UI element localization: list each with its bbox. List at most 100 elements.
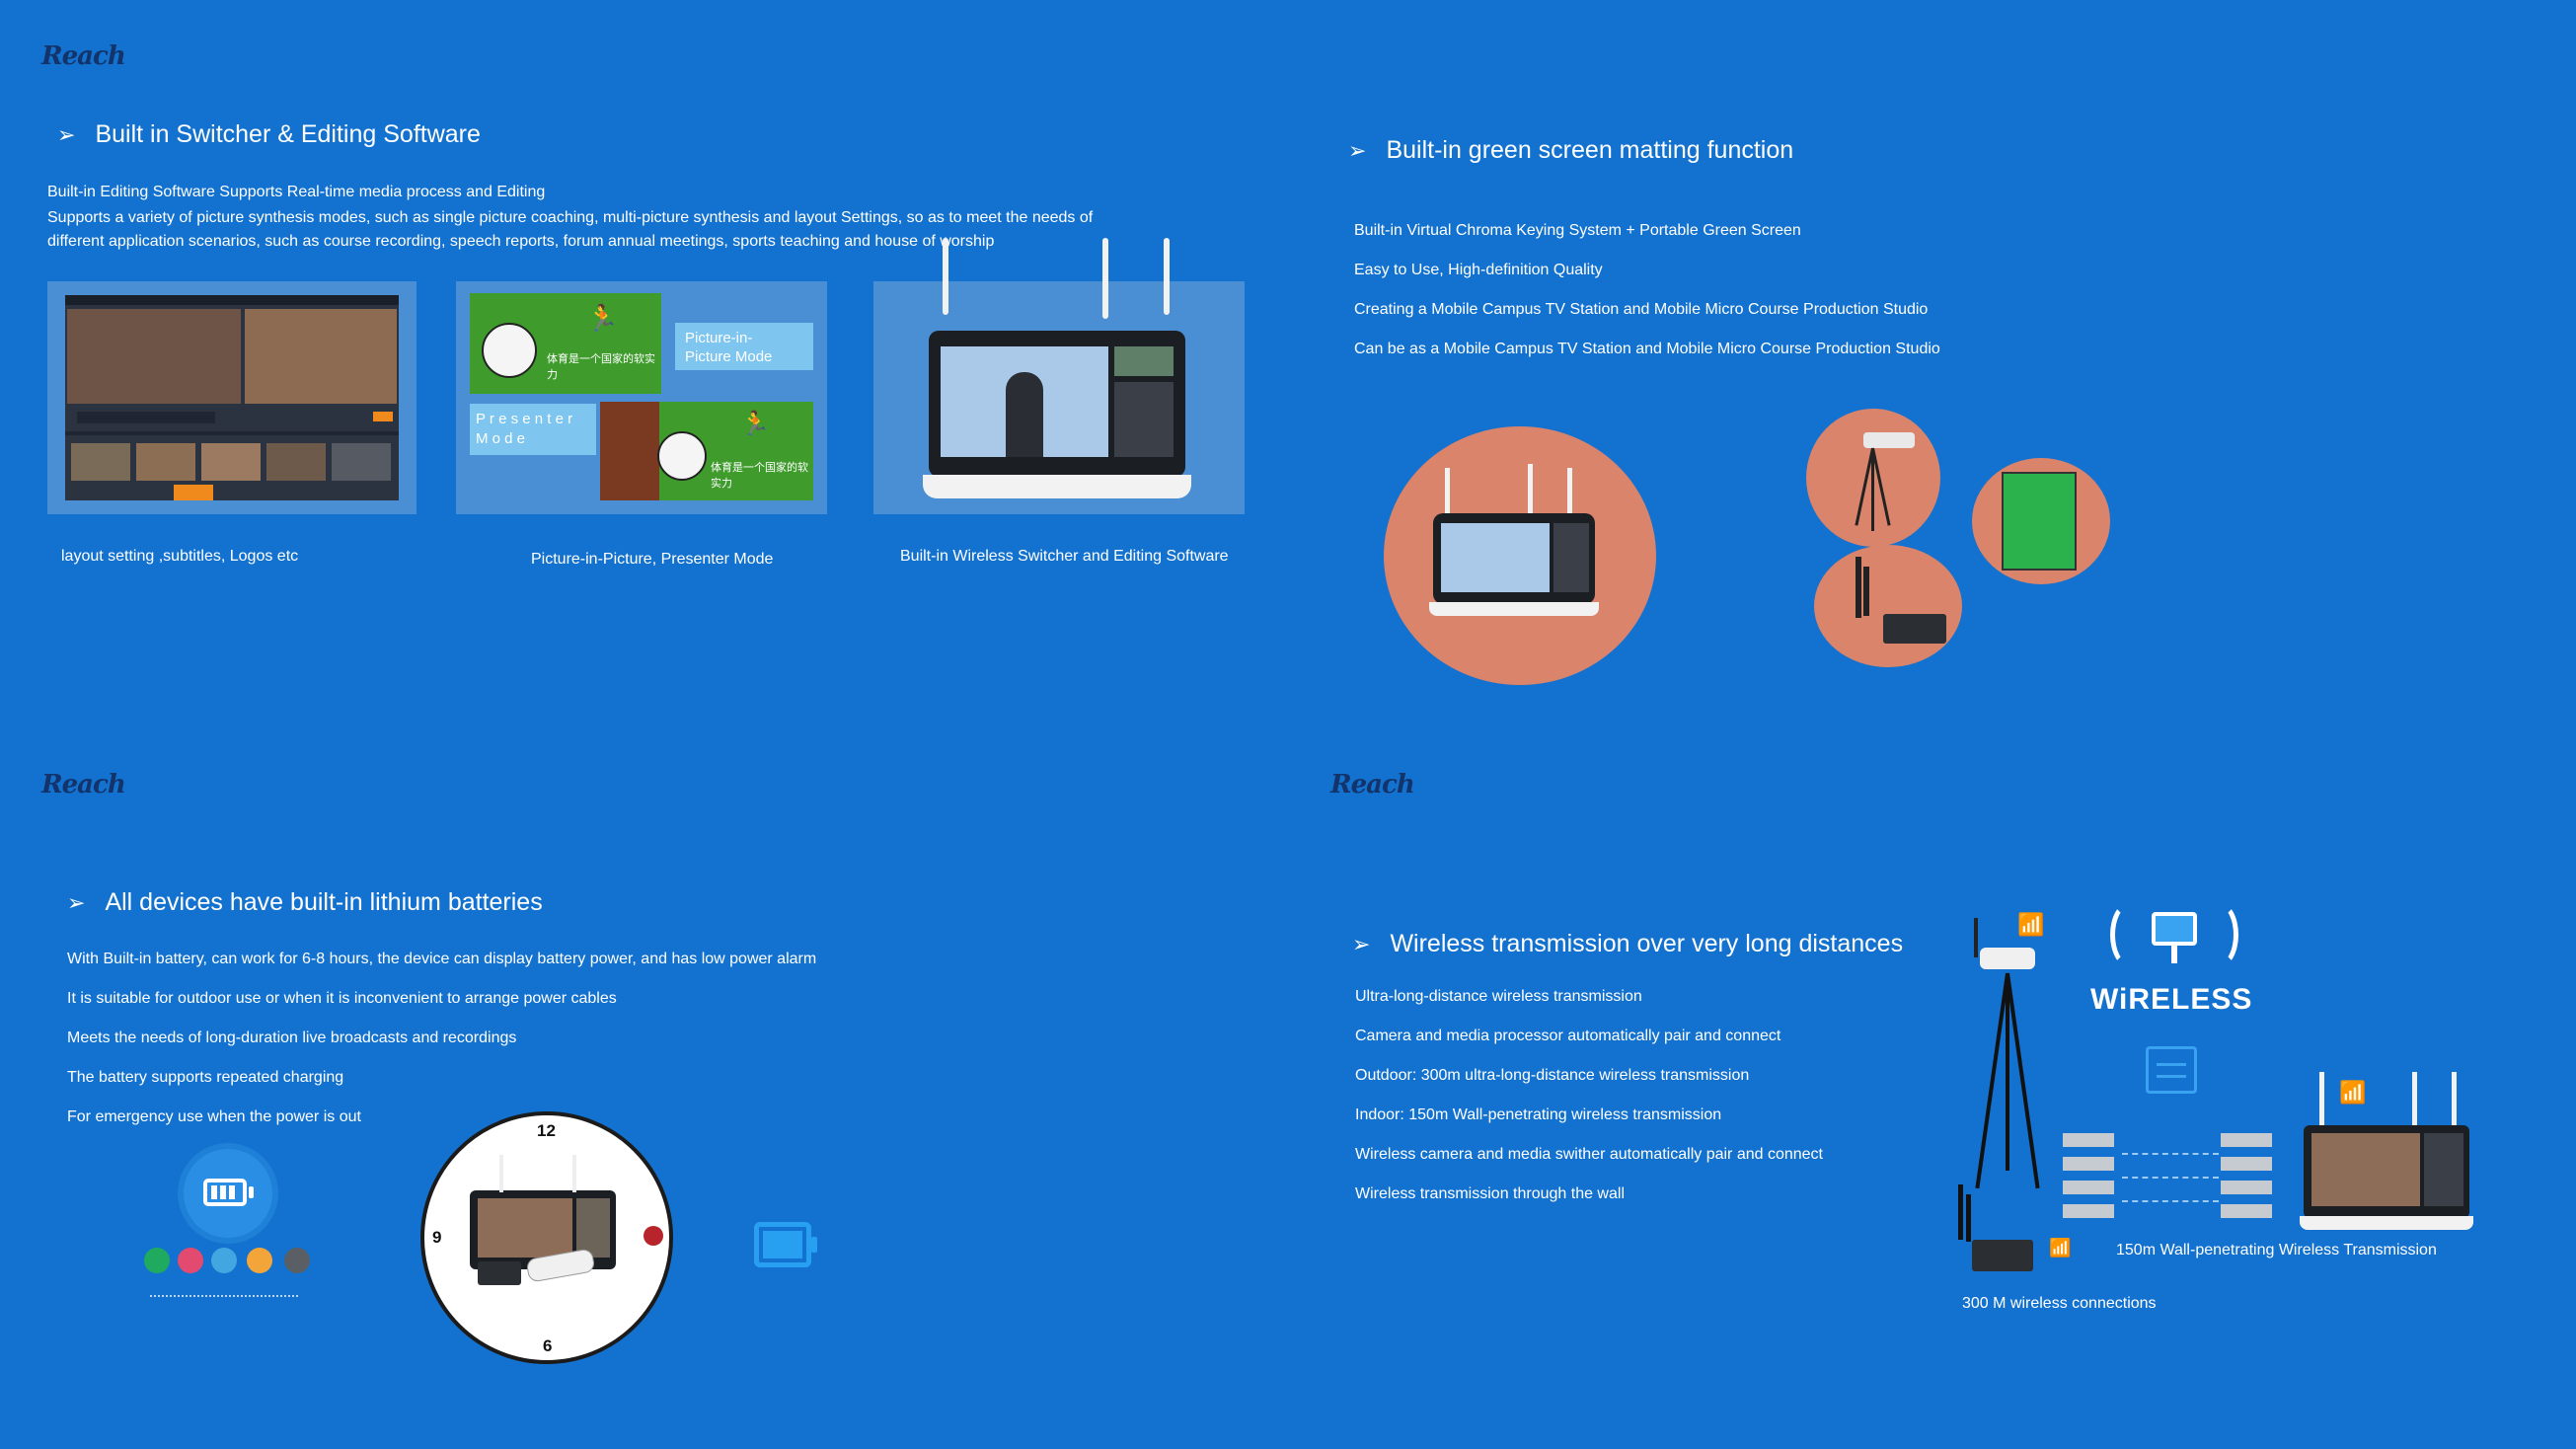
camera-tripod — [1970, 908, 2041, 1194]
wireless-network-icon — [2110, 898, 2238, 977]
source-thumbnail — [266, 443, 326, 481]
switcher-device — [1433, 513, 1595, 604]
arrow-icon: ➢ — [1348, 137, 1367, 163]
soccer-scene: 🏃 体育是一个国家的软实力 — [470, 293, 661, 394]
wireless-label: WiRELESS — [2090, 983, 2253, 1016]
section1-desc-line: Supports a variety of picture synthesis … — [47, 209, 1094, 226]
soccer-ball-icon — [657, 431, 707, 481]
section3-heading: ➢ All devices have built-in lithium batt… — [67, 888, 543, 917]
camera-icon — [1980, 948, 2035, 969]
clock-number: 9 — [432, 1228, 442, 1247]
section4-line: Wireless transmission through the wall — [1355, 1185, 1625, 1202]
antenna — [1164, 238, 1170, 315]
receiver-box — [478, 1261, 521, 1285]
clock-dot — [644, 1226, 663, 1246]
caption-switcher: Built-in Wireless Switcher and Editing S… — [900, 548, 1229, 565]
wireless-switcher-panel — [873, 238, 1245, 514]
wifi-icon: 📶 — [2339, 1080, 2367, 1105]
presenter-label-line: M o d e — [476, 430, 526, 447]
receiver-circle — [1814, 545, 1962, 667]
battery-level-icon — [284, 1248, 310, 1273]
battery-circle-icon — [184, 1149, 272, 1238]
green-screen — [2002, 472, 2077, 571]
battery-icon — [754, 1222, 811, 1267]
presenter-person — [600, 402, 659, 500]
wifi-icon: 📶 — [2017, 912, 2045, 937]
source-thumbnail — [71, 443, 130, 481]
section4-line: Wireless camera and media swither automa… — [1355, 1146, 1823, 1163]
caption-layout: layout setting ,subtitles, Logos etc — [61, 548, 299, 565]
reach-logo-bottom-right: Reach — [1330, 770, 1415, 800]
switcher-device-bottom — [2300, 1072, 2477, 1240]
program-video — [245, 309, 397, 404]
small-icon-row — [150, 1295, 298, 1307]
battery-level-icon — [211, 1248, 237, 1273]
pip-presenter-panel: 🏃 体育是一个国家的软实力 Picture-in- Picture Mode P… — [456, 281, 827, 514]
label-150m: 150m Wall-penetrating Wireless Transmiss… — [2116, 1242, 2437, 1258]
section2-list: Built-in Virtual Chroma Keying System + … — [1354, 219, 1940, 377]
source-thumbnail — [201, 443, 261, 481]
presenter-mode-label: P r e s e n t e r M o d e — [470, 404, 596, 455]
arrow-icon: ➢ — [1352, 931, 1371, 956]
section3-title: All devices have built-in lithium batter… — [105, 888, 543, 916]
section4-list: Ultra-long-distance wireless transmissio… — [1355, 985, 1823, 1222]
presenter-label-line: P r e s e n t e r — [476, 411, 573, 427]
transfer-icon — [2146, 1046, 2197, 1094]
section3-list: With Built-in battery, can work for 6-8 … — [67, 948, 816, 1145]
scene-caption: 体育是一个国家的软实力 — [711, 462, 808, 490]
switcher-device — [929, 331, 1185, 477]
device-screen-presenter — [941, 346, 1108, 457]
clock-number: 6 — [543, 1336, 553, 1355]
section4-line: Outdoor: 300m ultra-long-distance wirele… — [1355, 1067, 1750, 1084]
battery-level-icon — [178, 1248, 203, 1273]
reach-logo-bottom-left: Reach — [41, 770, 126, 800]
section2-line: Built-in Virtual Chroma Keying System + … — [1354, 222, 1801, 239]
battery-level-icon — [247, 1248, 272, 1273]
section1-heading: ➢ Built in Switcher & Editing Software — [57, 120, 481, 149]
section1-description: Built-in Editing Software Supports Real-… — [47, 181, 1212, 254]
section3-line: Meets the needs of long-duration live br… — [67, 1030, 517, 1046]
pip-mode-label: Picture-in- Picture Mode — [675, 323, 813, 370]
section3-line: For emergency use when the power is out — [67, 1108, 361, 1125]
section2-line: Creating a Mobile Campus TV Station and … — [1354, 301, 1929, 318]
pip-label-line: Picture-in- — [685, 330, 753, 346]
section2-line: Can be as a Mobile Campus TV Station and… — [1354, 341, 1940, 357]
arrow-icon: ➢ — [67, 889, 86, 915]
caption-pip: Picture-in-Picture, Presenter Mode — [531, 551, 774, 568]
receiver-box — [1883, 614, 1946, 644]
section3-line: The battery supports repeated charging — [67, 1069, 344, 1086]
section1-title: Built in Switcher & Editing Software — [95, 120, 481, 148]
section3-line: It is suitable for outdoor use or when i… — [67, 990, 617, 1007]
section2-heading: ➢ Built-in green screen matting function — [1348, 136, 1793, 165]
soccer-ball-icon — [482, 323, 537, 378]
camera-icon — [1863, 432, 1915, 448]
section4-line: Indoor: 150m Wall-penetrating wireless t… — [1355, 1106, 1722, 1123]
section2-title: Built-in green screen matting function — [1386, 136, 1794, 164]
scene-caption: 体育是一个国家的软实力 — [547, 353, 655, 381]
antenna — [1102, 238, 1108, 319]
green-screen-circle — [1972, 458, 2110, 584]
battery-level-icon — [144, 1248, 170, 1273]
label-300m: 300 M wireless connections — [1962, 1295, 2157, 1312]
reach-logo-top-left: Reach — [41, 41, 126, 71]
section1-desc-line: different application scenarios, such as… — [47, 233, 995, 250]
source-thumbnail — [332, 443, 391, 481]
soccer-scene-presenter: 🏃 体育是一个国家的软实力 — [600, 402, 813, 500]
clock-graphic: 12 3 6 9 — [420, 1111, 673, 1364]
editing-software-panel — [47, 281, 417, 514]
brick-wall — [2063, 1133, 2272, 1218]
section4-title: Wireless transmission over very long dis… — [1390, 930, 1904, 957]
pip-label-line: Picture Mode — [685, 348, 773, 365]
camera-tripod-circle — [1806, 409, 1940, 547]
clock-number: 12 — [537, 1121, 556, 1140]
record-button — [174, 485, 213, 500]
arrow-icon: ➢ — [57, 121, 76, 147]
section4-line: Camera and media processor automatically… — [1355, 1028, 1781, 1044]
receiver-device — [1948, 1184, 2039, 1273]
section4-heading: ➢ Wireless transmission over very long d… — [1352, 930, 1903, 958]
section4-line: Ultra-long-distance wireless transmissio… — [1355, 988, 1642, 1005]
software-screenshot — [65, 295, 399, 500]
antenna — [943, 238, 948, 315]
source-thumbnail — [136, 443, 195, 481]
battery-terminal — [811, 1237, 817, 1253]
